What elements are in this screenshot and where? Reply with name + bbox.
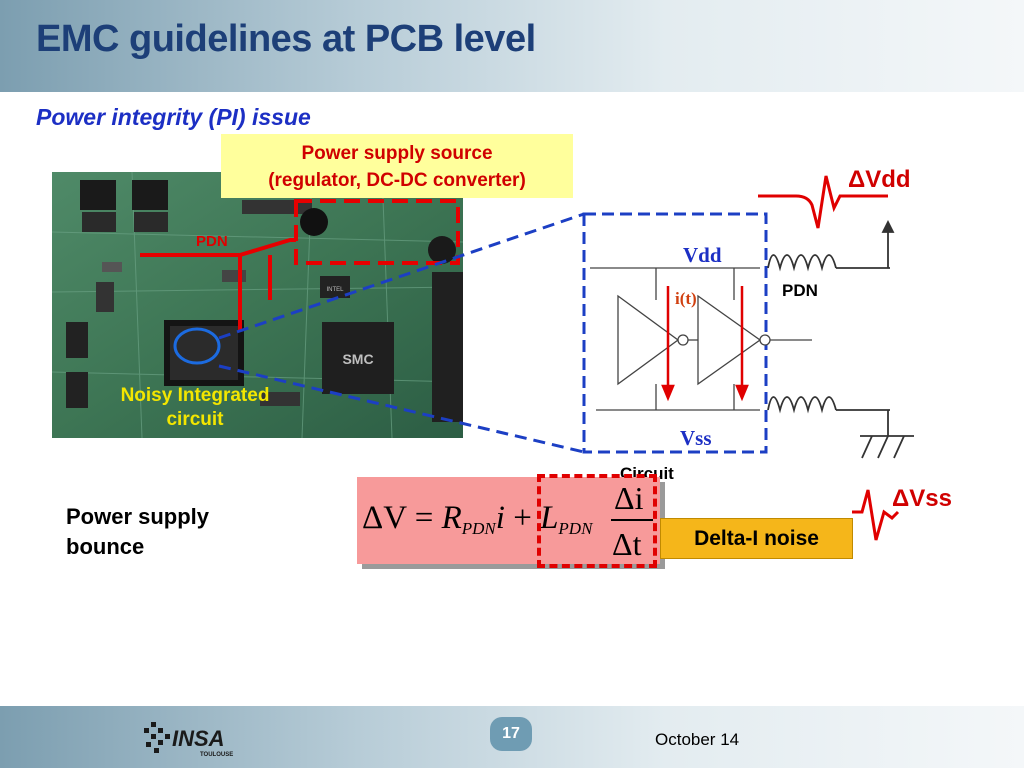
slide-title: EMC guidelines at PCB level [36,18,536,60]
formula-main: ΔV = RPDNi + LPDN [362,500,592,539]
power-supply-callout: Power supply source (regulator, DC-DC co… [221,134,573,198]
pdn-inductors [767,219,914,459]
formula-r-sub: PDN [461,519,496,538]
smc-chip-text: SMC [342,351,373,367]
callout-line2: (regulator, DC-DC converter) [268,170,526,191]
vss-label: Vss [680,426,712,450]
header-band [0,0,1024,92]
logo-text: INSA [172,726,225,751]
formula-numerator: Δi [614,480,644,516]
footer-date: October 14 [655,730,740,749]
callout-line1: Power supply source [301,143,493,164]
power-supply-bounce-label: Power supply bounce [66,502,209,562]
insa-logo: INSA TOULOUSE [144,722,233,758]
inductive-term-highlight [537,474,657,568]
noisy-ic-label-line1: Noisy Integrated [120,385,270,406]
noisy-ic-label-line2: circuit [166,409,224,430]
formula-l: L [540,500,559,536]
formula-eq: = [406,500,442,536]
current-label: i(t) [675,289,697,308]
bounce-line2: bounce [66,534,145,559]
formula-r: R [441,500,462,536]
circuit-box [582,212,768,454]
photo-pdn-label: PDN [196,233,228,250]
formula-lhs: ΔV [362,500,407,536]
page-number-badge: 17 [490,717,532,751]
slide-subtitle: Power integrity (PI) issue [36,104,311,130]
delta-vdd-label: ΔVdd [848,166,911,193]
formula-i: i [495,500,505,536]
noisy-ic-label: Noisy Integrated circuit [100,384,290,432]
formula-box [357,477,660,564]
schematic-pdn-label: PDN [782,281,818,300]
intel-chip-text: INTEL [326,287,344,293]
fraction-bar [611,519,653,521]
formula-l-sub: PDN [558,519,593,538]
formula-plus: + [504,500,541,536]
vdd-label: Vdd [683,243,722,267]
delta-i-noise-label: Delta-I noise [660,518,853,559]
delta-vss-label: ΔVss [892,485,952,512]
bounce-line1: Power supply [66,504,210,529]
logo-subtext: TOULOUSE [200,752,233,758]
formula-denominator: Δt [612,526,642,562]
